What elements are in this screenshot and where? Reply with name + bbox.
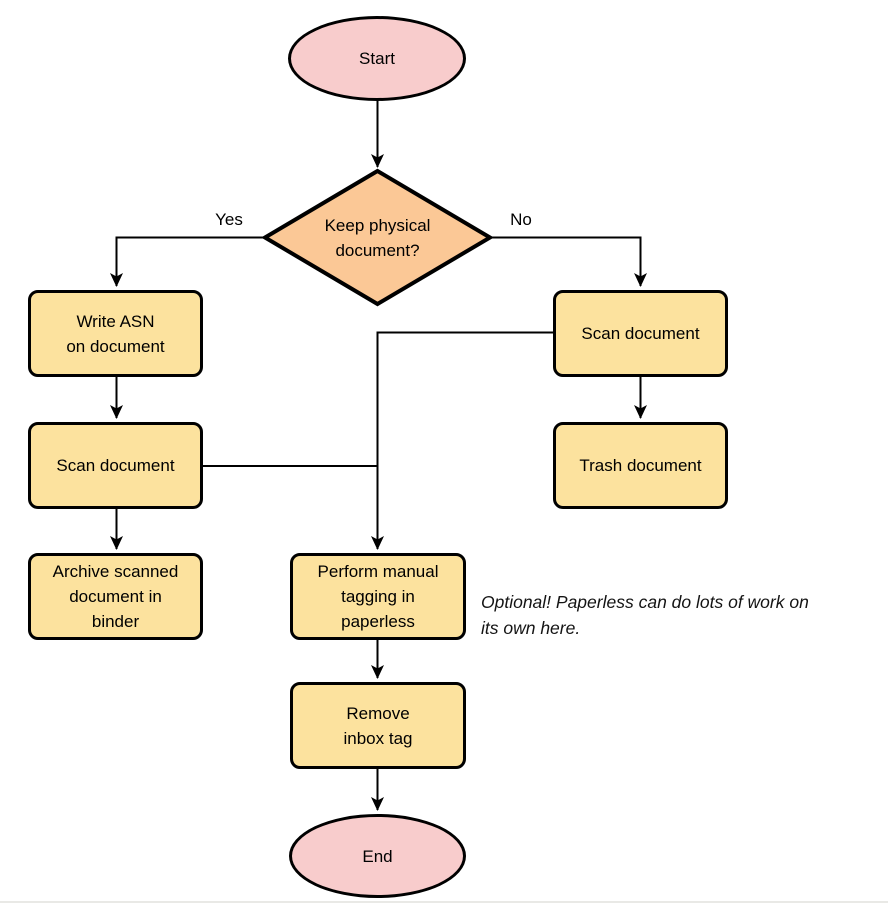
node-manual-tagging: Perform manual tagging in paperless [290, 553, 466, 640]
edge-decision-yes-to-write-asn [110, 236, 265, 287]
node-remove-inbox-tag: Remove inbox tag [290, 682, 466, 769]
bottom-edge-line [0, 901, 888, 903]
decision-keep-physical-shape [261, 168, 494, 307]
edge-label-yes: Yes [215, 210, 243, 229]
node-scan-document-right: Scan document [553, 290, 728, 377]
node-scan-document-left: Scan document [28, 422, 203, 509]
node-trash-document: Trash document [553, 422, 728, 509]
edge-scan-right-to-manual-tagging [371, 331, 553, 550]
node-end: End [289, 814, 466, 898]
edge-label-no: No [510, 210, 532, 229]
edge-decision-no-to-scan-right [490, 236, 647, 287]
optional-note: Optional! Paperless can do lots of work … [481, 592, 809, 638]
node-start: Start [288, 16, 466, 101]
node-archive-binder: Archive scanned document in binder [28, 553, 203, 640]
node-write-asn: Write ASN on document [28, 290, 203, 377]
node-keep-physical-label: Keep physical document? [324, 215, 431, 260]
